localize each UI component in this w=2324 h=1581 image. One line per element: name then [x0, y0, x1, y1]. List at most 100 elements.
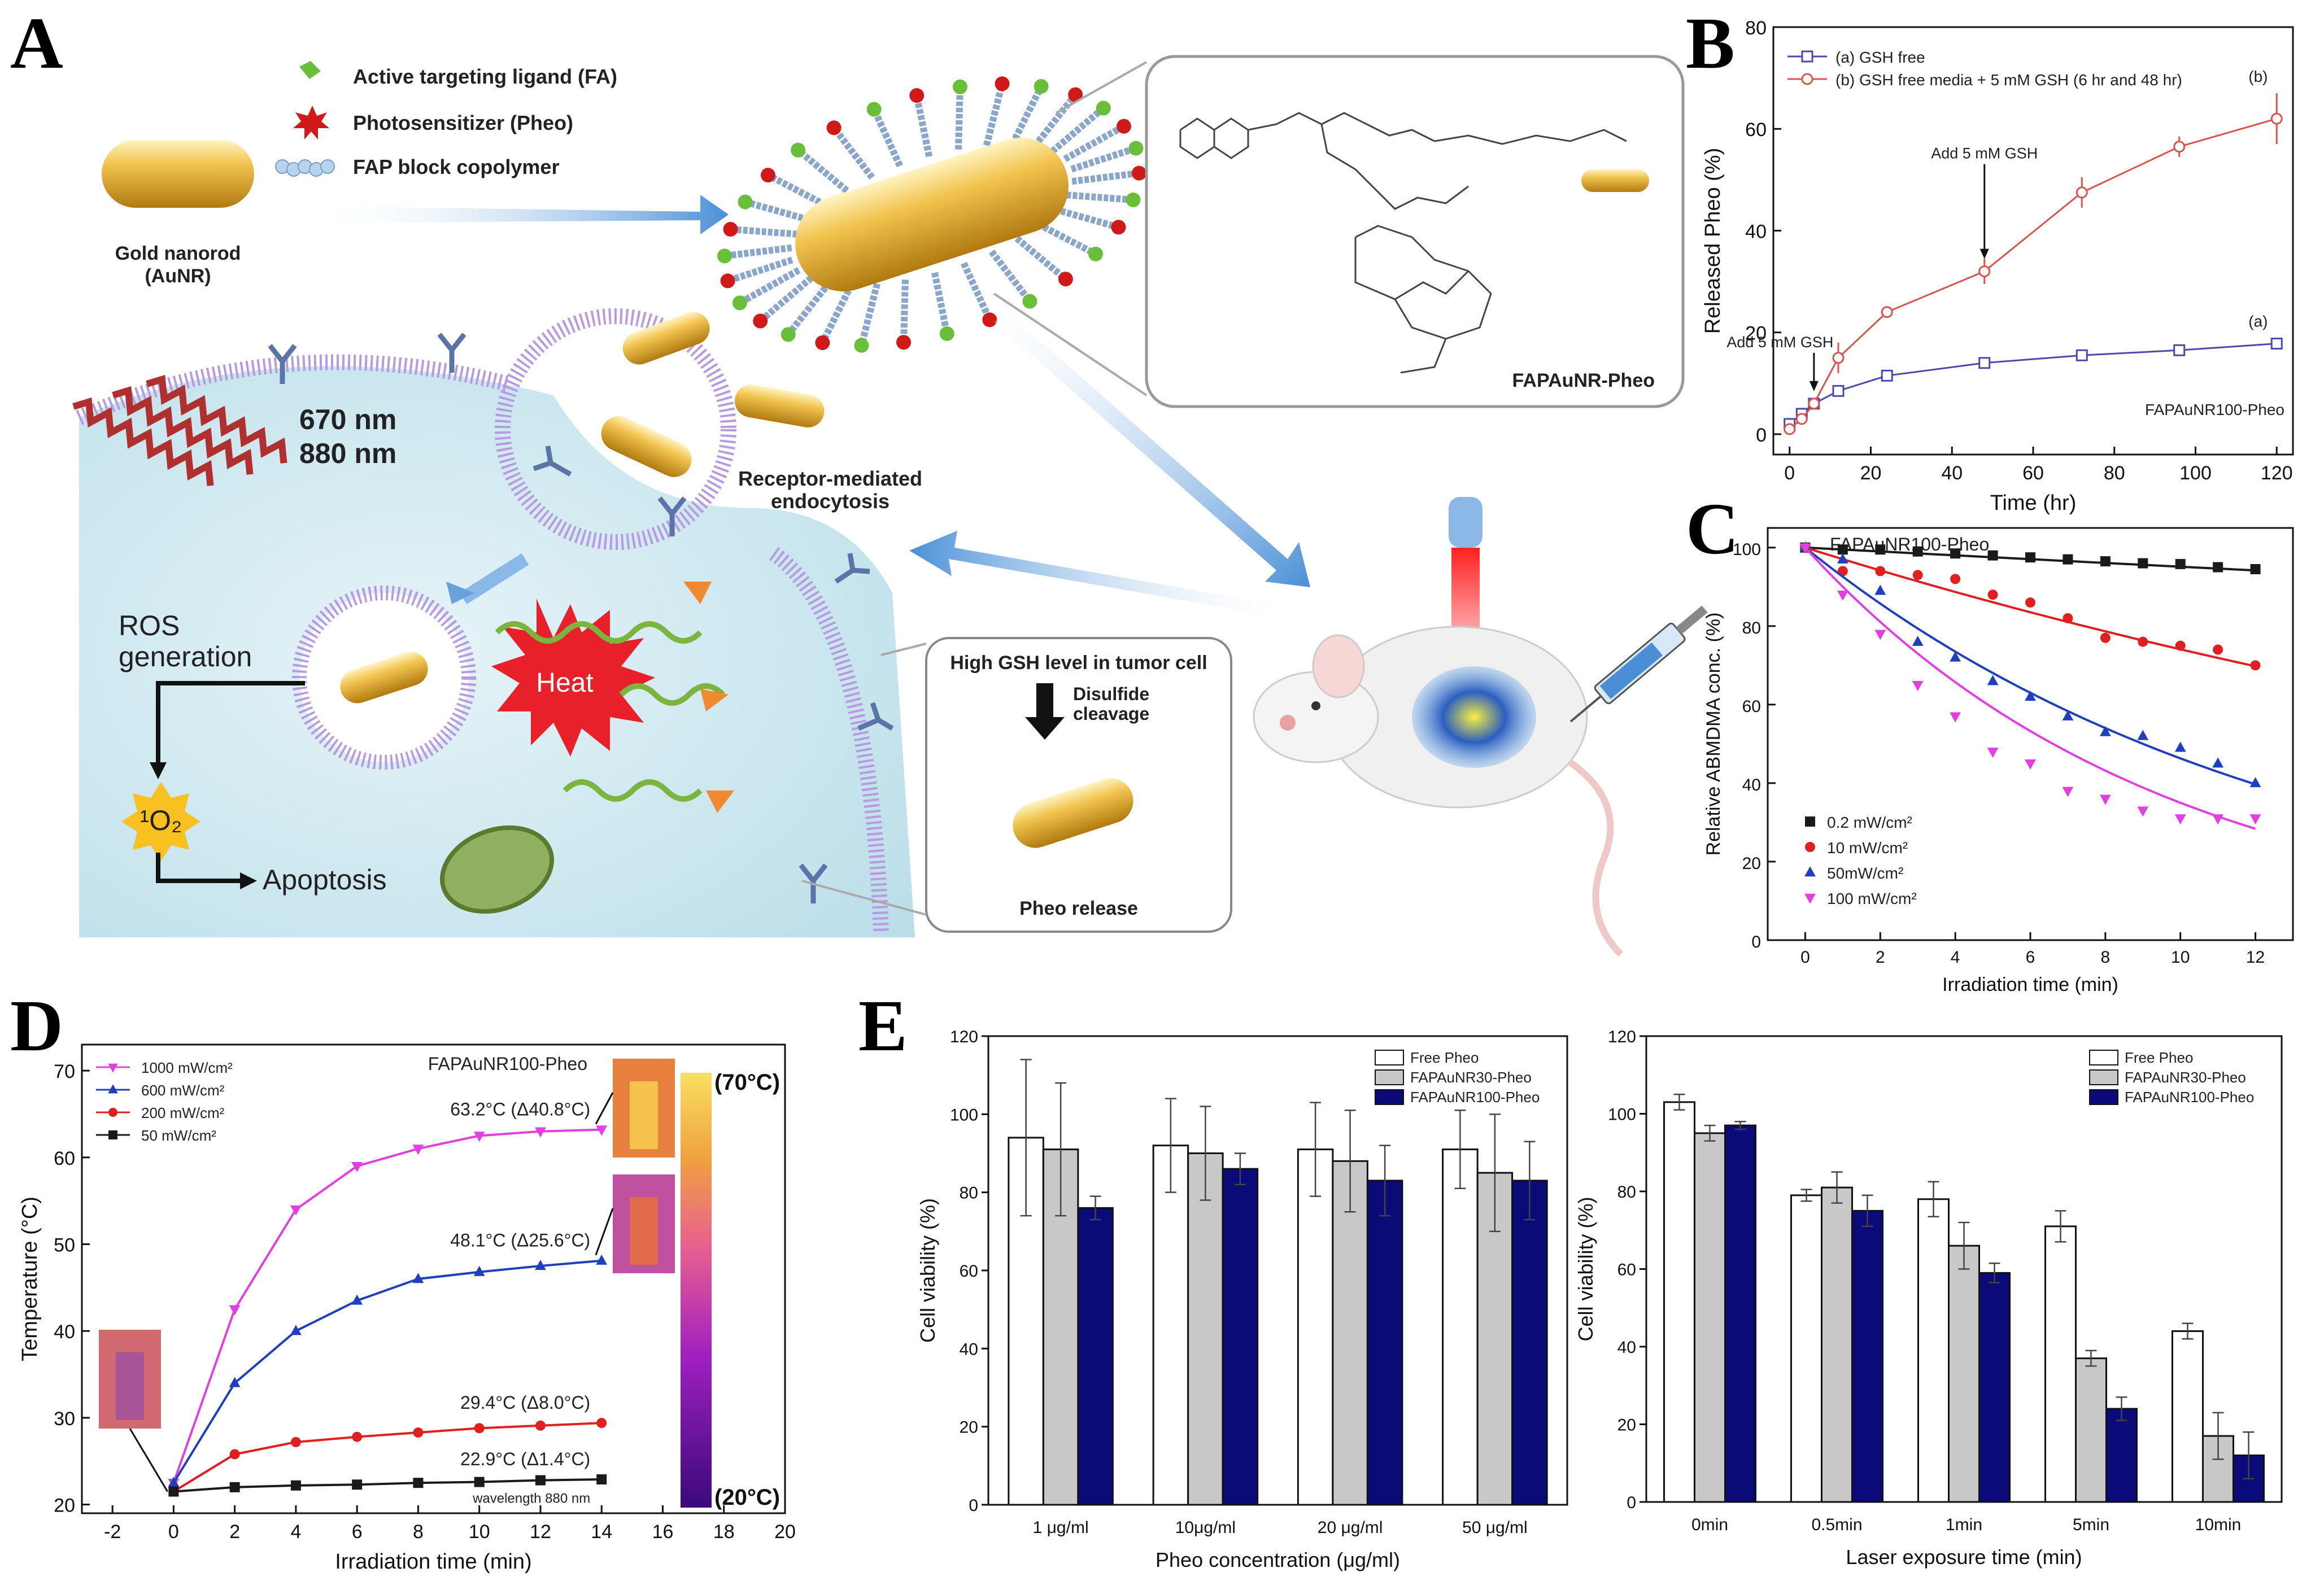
data-point	[1881, 306, 1893, 318]
y-tick-label: 40	[960, 1340, 978, 1359]
plot-frame	[1772, 26, 2294, 456]
data-point	[2212, 814, 2224, 825]
polymer-chain	[955, 86, 963, 150]
series-line	[172, 1128, 602, 1483]
y-tick-label: 100	[1733, 540, 1761, 559]
legend-marker	[108, 1084, 118, 1094]
photosensitizer-dot	[760, 168, 775, 183]
data-point	[2025, 552, 2035, 563]
x-tick-label: 8	[413, 1521, 424, 1543]
polymer-chain	[871, 108, 903, 168]
data-point	[535, 1127, 546, 1138]
y-tick-label: 40	[54, 1321, 75, 1343]
series-line	[173, 1478, 602, 1493]
fit-curve	[1804, 547, 2256, 785]
x-tick-label: 10μg/ml	[1175, 1518, 1236, 1537]
data-point	[2173, 141, 2186, 153]
data-point	[1987, 550, 1998, 561]
ligand-dot	[738, 194, 753, 209]
x-tick-label: 18	[713, 1521, 735, 1543]
bar	[2105, 1408, 2138, 1503]
callout-arrowhead	[1979, 248, 1989, 259]
label-receptor: Receptor-mediated	[738, 467, 922, 490]
label-670nm: 670 nm	[299, 404, 396, 435]
label-ros: ROS	[119, 610, 180, 641]
series-line	[173, 1422, 602, 1493]
data-point	[1912, 635, 1924, 646]
x-tick-label: -2	[104, 1521, 121, 1543]
heat-arrowheads	[683, 582, 734, 813]
x-tick-label: 1 μg/ml	[1033, 1518, 1089, 1537]
label-880nm: 880 nm	[299, 438, 396, 469]
data-point	[2174, 814, 2186, 825]
panel-label-a: A	[10, 3, 63, 84]
copolymer-icon	[275, 159, 335, 177]
x-tick-label: 0	[1784, 462, 1795, 484]
x-tick-label: 60	[2022, 462, 2044, 484]
polymer-chain	[796, 147, 849, 194]
compound-name: FAPAuNR-Pheo	[1512, 370, 1655, 391]
polymer-chain	[1050, 105, 1106, 154]
bar	[1790, 1194, 1822, 1503]
legend-label: (a) GSH free	[1835, 49, 1925, 66]
data-point	[1950, 651, 1961, 662]
data-point	[473, 1132, 485, 1142]
data-point	[1874, 584, 1886, 595]
ligand-dot	[1096, 101, 1111, 116]
bar	[2075, 1357, 2107, 1503]
polymer-chain	[730, 226, 797, 238]
mitochondrion-icon	[440, 825, 554, 914]
data-point	[413, 1478, 424, 1488]
ligand-dot	[866, 102, 882, 117]
colorbar	[681, 1073, 712, 1508]
y-tick-label: 80	[960, 1184, 978, 1203]
data-point	[290, 1436, 301, 1447]
thermal-image-vial	[116, 1352, 144, 1420]
data-point	[1912, 570, 1923, 580]
y-axis-label: Cell viability (%)	[1574, 1196, 1597, 1341]
photosensitizer-dot	[1117, 119, 1132, 134]
x-tick-label: 0	[1800, 948, 1810, 967]
bar	[1724, 1124, 1756, 1503]
data-point	[473, 1265, 485, 1276]
data-point	[290, 1325, 302, 1335]
bar	[1222, 1168, 1259, 1506]
data-point	[2138, 558, 2148, 569]
polymer-chain	[1014, 235, 1068, 282]
legend-label: FAPAuNR30-Pheo	[1410, 1069, 1532, 1086]
arrow-to-mouse	[994, 311, 1310, 587]
x-tick-label: 6	[352, 1521, 363, 1543]
structure-rod-icon	[1581, 169, 1649, 192]
chemical-structure-drawing	[1179, 112, 1627, 374]
thumb-arrow	[595, 1092, 614, 1125]
y-tick-label: 0	[1627, 1493, 1636, 1512]
panel-a-schematic: A Active targeting ligand (FA) Photosens…	[10, 3, 1708, 957]
x-tick-label: 20 μg/ml	[1318, 1518, 1383, 1537]
y-tick-label: 120	[1608, 1028, 1636, 1046]
polymer-chain	[744, 198, 810, 223]
photosensitizer-dot	[995, 76, 1010, 91]
ligand-icon	[299, 61, 321, 79]
x-tick-label: 50 μg/ml	[1462, 1518, 1528, 1537]
polymer-chain	[724, 244, 792, 260]
cleavage-arrow	[1025, 683, 1065, 740]
legend-label: 10 mW/cm²	[1827, 839, 1908, 857]
data-point	[168, 1477, 180, 1487]
x-tick-label: 0min	[1691, 1516, 1728, 1534]
ligand-dot	[952, 79, 967, 94]
y-axis-label: Temperature (°C)	[18, 1196, 42, 1361]
singlet-oxygen-icon	[121, 782, 200, 861]
x-axis-label: Time (hr)	[1990, 491, 2077, 515]
panel-label-b: B	[1686, 3, 1735, 84]
data-point	[596, 1474, 607, 1485]
x-tick-label: 6	[2026, 948, 2035, 967]
y-tick-label: 0	[1751, 933, 1761, 951]
colorbar-min-label: (20°C)	[714, 1485, 780, 1510]
data-point	[229, 1377, 241, 1387]
x-tick-label: 4	[1951, 948, 1960, 967]
data-point	[1784, 423, 1796, 435]
data-point	[2100, 556, 2111, 567]
data-point	[2063, 554, 2073, 565]
bar	[2044, 1225, 2077, 1503]
